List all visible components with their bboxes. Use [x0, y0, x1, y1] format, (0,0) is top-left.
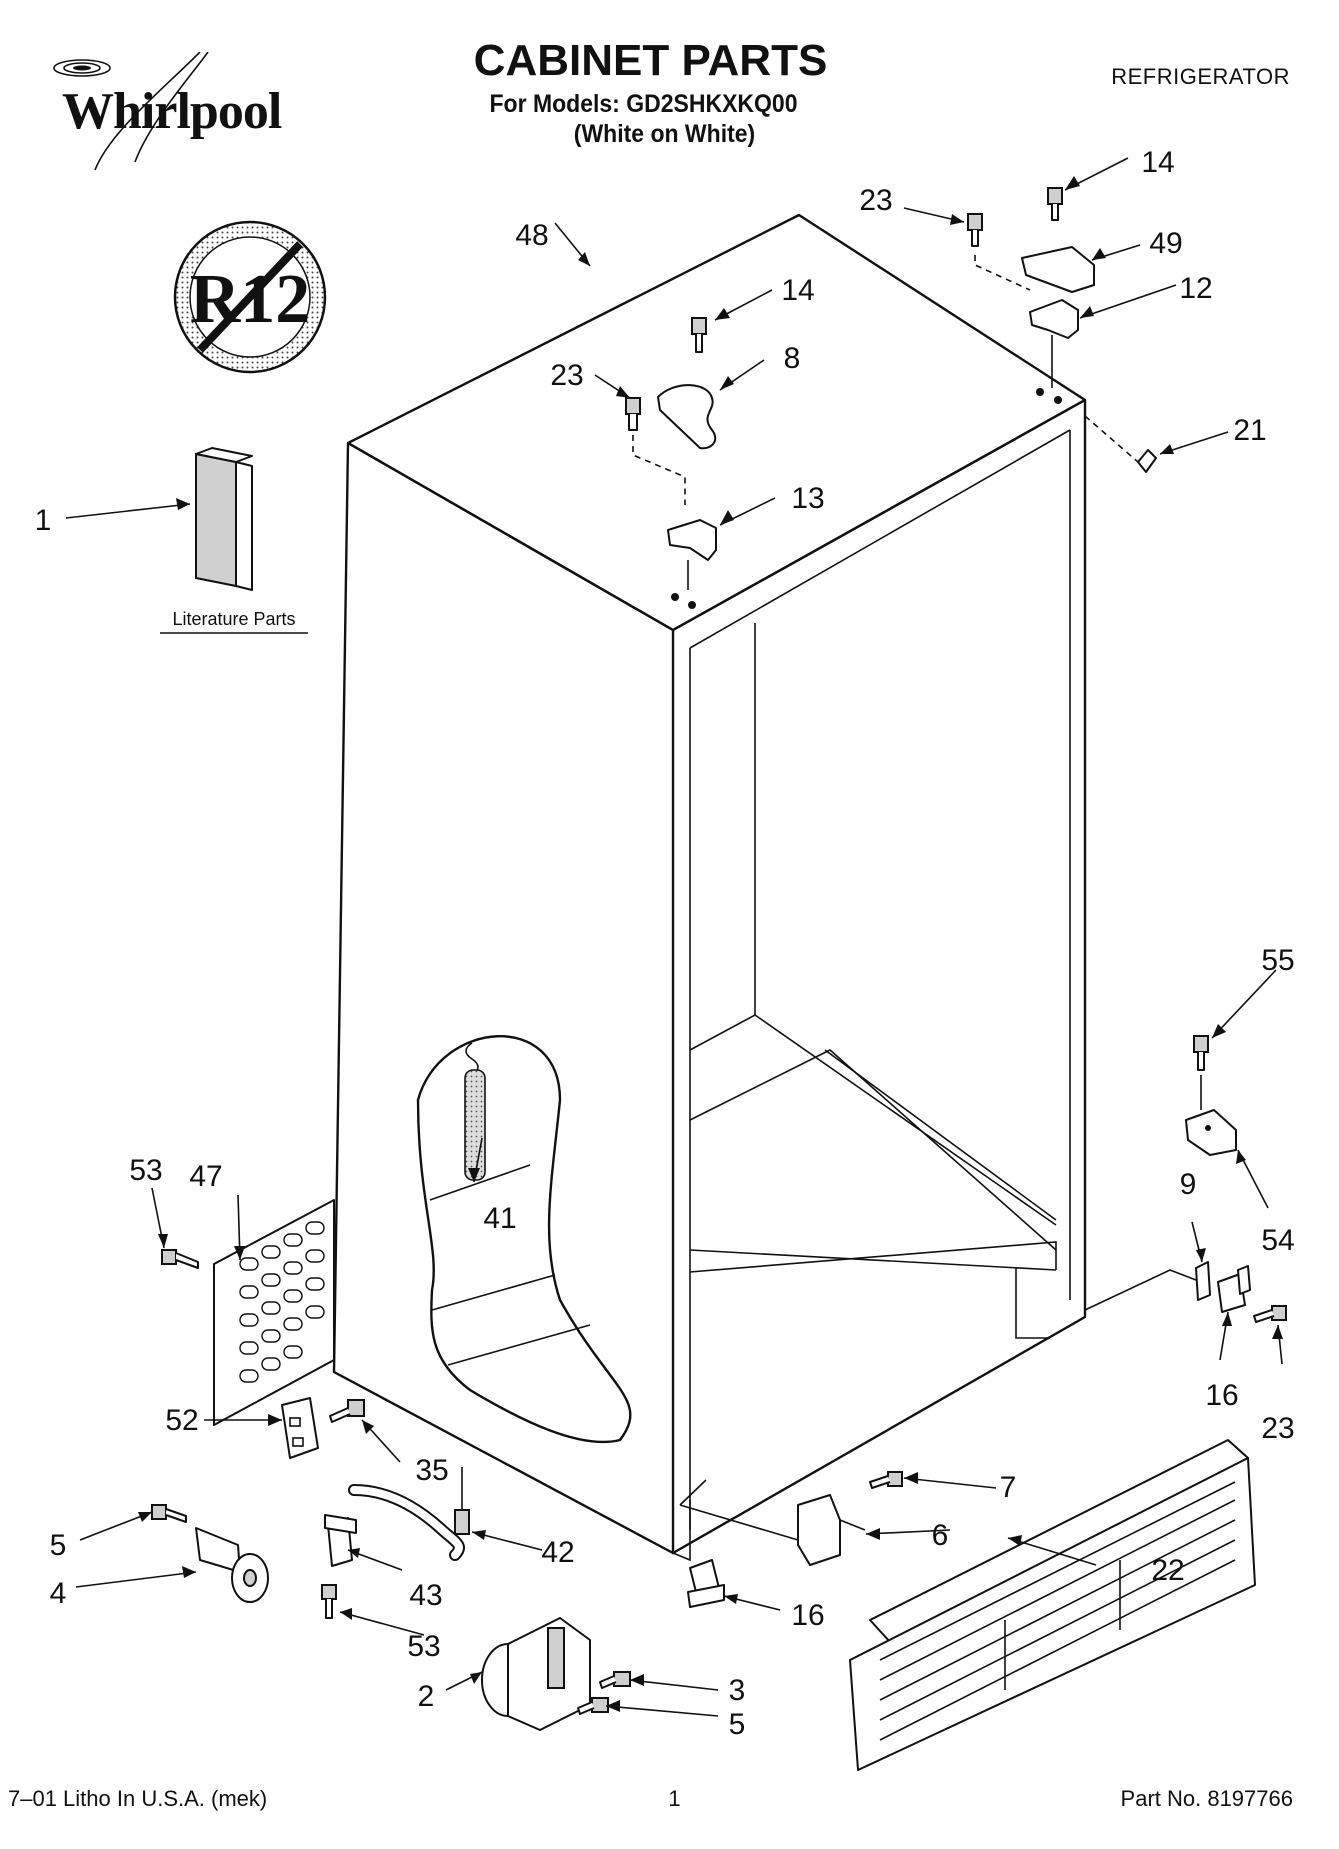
part-54-bracket — [1185, 1109, 1237, 1156]
part-14-screw-right — [1047, 187, 1063, 221]
callout-6: 6 — [932, 1519, 949, 1552]
part-43-clip — [324, 1514, 357, 1567]
page-number: 1 — [668, 1786, 681, 1811]
part-7-screw — [869, 1471, 903, 1489]
callout-14-right: 14 — [1141, 146, 1174, 179]
callout-21: 21 — [1233, 414, 1266, 447]
part-9-shim — [1084, 1261, 1211, 1311]
part-23-screw-right-bottom — [1253, 1305, 1287, 1323]
literature-booklet: Literature Parts — [160, 447, 308, 634]
callout-5-front: 5 — [729, 1708, 746, 1741]
part-22-base-grille — [849, 1439, 1256, 1771]
callout-22: 22 — [1151, 1554, 1184, 1587]
brand-wordmark: Whirlpool — [62, 83, 282, 140]
callout-48: 48 — [515, 219, 548, 252]
callout-54: 54 — [1261, 1224, 1294, 1257]
callout-53-bottom: 53 — [407, 1630, 440, 1663]
litho-line: 7–01 Litho In U.S.A. (mek) — [8, 1786, 268, 1811]
no-r12-badge: R12 — [173, 220, 327, 374]
callout-12: 12 — [1179, 272, 1212, 305]
part-53-screw-bottom — [321, 1584, 337, 1619]
refrigerator-cabinet — [332, 213, 1087, 1562]
callout-23-right: 23 — [859, 184, 892, 217]
part-47-access-cover — [213, 1199, 335, 1426]
callout-7: 7 — [1000, 1471, 1017, 1504]
part-14-screw — [691, 317, 707, 353]
part-8-hinge-cover — [657, 384, 717, 450]
callout-47: 47 — [189, 1160, 222, 1193]
part-42-tube — [348, 1467, 470, 1561]
whirlpool-logo: Whirlpool — [40, 51, 282, 172]
callout-labels: 1 48 14 8 23 13 23 14 49 12 21 55 54 9 1… — [35, 146, 1295, 1741]
callout-41: 41 — [483, 1202, 516, 1235]
callout-35: 35 — [415, 1454, 448, 1487]
callout-4: 4 — [50, 1577, 67, 1610]
callout-14-center: 14 — [781, 274, 814, 307]
callout-1: 1 — [35, 504, 52, 537]
part-number: Part No. 8197766 — [1120, 1786, 1293, 1811]
part-35-screw — [329, 1399, 365, 1423]
part-16-bracket-right — [1217, 1265, 1251, 1313]
part-53-screw-rear — [161, 1249, 199, 1269]
models-line: For Models: GD2SHKXKQ00 — [489, 90, 798, 118]
part-6-bracket — [679, 1479, 866, 1566]
part-23-screw-right — [967, 213, 1031, 291]
part-3-screw — [599, 1671, 631, 1689]
variant-line: (White on White) — [573, 120, 756, 148]
part-5-screw-left — [151, 1504, 187, 1523]
callout-23-center: 23 — [550, 359, 583, 392]
callout-55: 55 — [1261, 944, 1294, 977]
callout-16-lower: 16 — [791, 1599, 824, 1632]
callout-9: 9 — [1180, 1168, 1197, 1201]
part-12-hinge — [1029, 299, 1079, 404]
part-55-screw — [1193, 1035, 1209, 1110]
part-23-screw-center — [625, 397, 686, 505]
part-16-bracket-lower — [687, 1559, 725, 1608]
product-type: REFRIGERATOR — [1111, 64, 1290, 89]
part-13-hinge — [667, 519, 717, 609]
callout-16-right: 16 — [1205, 1379, 1238, 1412]
callout-42: 42 — [541, 1536, 574, 1569]
part-52-bracket — [281, 1397, 319, 1459]
callout-43: 43 — [409, 1579, 442, 1612]
callout-2: 2 — [418, 1680, 435, 1713]
whirlpool-swirl-icon — [53, 51, 209, 171]
part-5-screw-front — [577, 1697, 609, 1715]
callout-52: 52 — [165, 1404, 198, 1437]
page-title: CABINET PARTS — [473, 36, 828, 85]
leader-arrowheads — [138, 176, 1283, 1712]
part-2-hinge-assembly — [481, 1617, 591, 1731]
literature-parts-label: Literature Parts — [172, 609, 295, 629]
callout-53-rear: 53 — [129, 1154, 162, 1187]
part-41-coil — [464, 1042, 486, 1181]
callout-49: 49 — [1149, 227, 1182, 260]
callout-8: 8 — [784, 342, 801, 375]
part-49-hinge-cover — [1021, 246, 1095, 293]
callout-3: 3 — [729, 1674, 746, 1707]
callout-23-bottom: 23 — [1261, 1412, 1294, 1445]
callout-13: 13 — [791, 482, 824, 515]
part-21-plug — [1084, 415, 1157, 473]
part-4-caster — [195, 1527, 269, 1603]
callout-5-left: 5 — [50, 1529, 67, 1562]
